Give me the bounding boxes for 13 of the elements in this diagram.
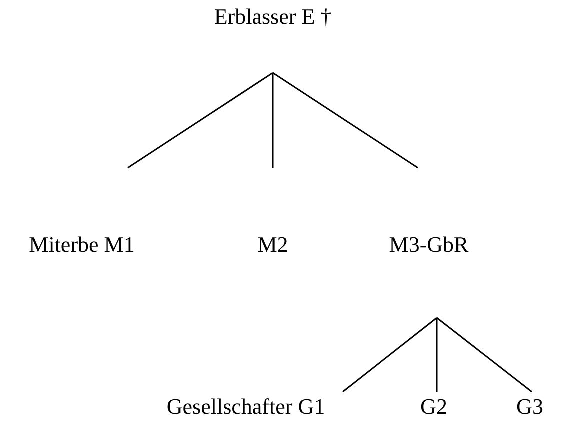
node-label: G2	[420, 394, 448, 420]
connector-line	[436, 317, 532, 393]
connector-line	[436, 318, 438, 392]
connector-line	[272, 72, 418, 169]
node-label: Gesellschafter G1	[166, 394, 326, 420]
connector-line	[272, 73, 274, 168]
node-label: G3	[516, 394, 544, 420]
node-label: M3-GbR	[389, 232, 469, 258]
node-label: Miterbe M1	[29, 232, 135, 258]
connector-line	[342, 317, 438, 393]
connector-line	[128, 72, 274, 169]
node-label: Erblasser E †	[214, 4, 332, 30]
node-label: M2	[258, 232, 288, 258]
